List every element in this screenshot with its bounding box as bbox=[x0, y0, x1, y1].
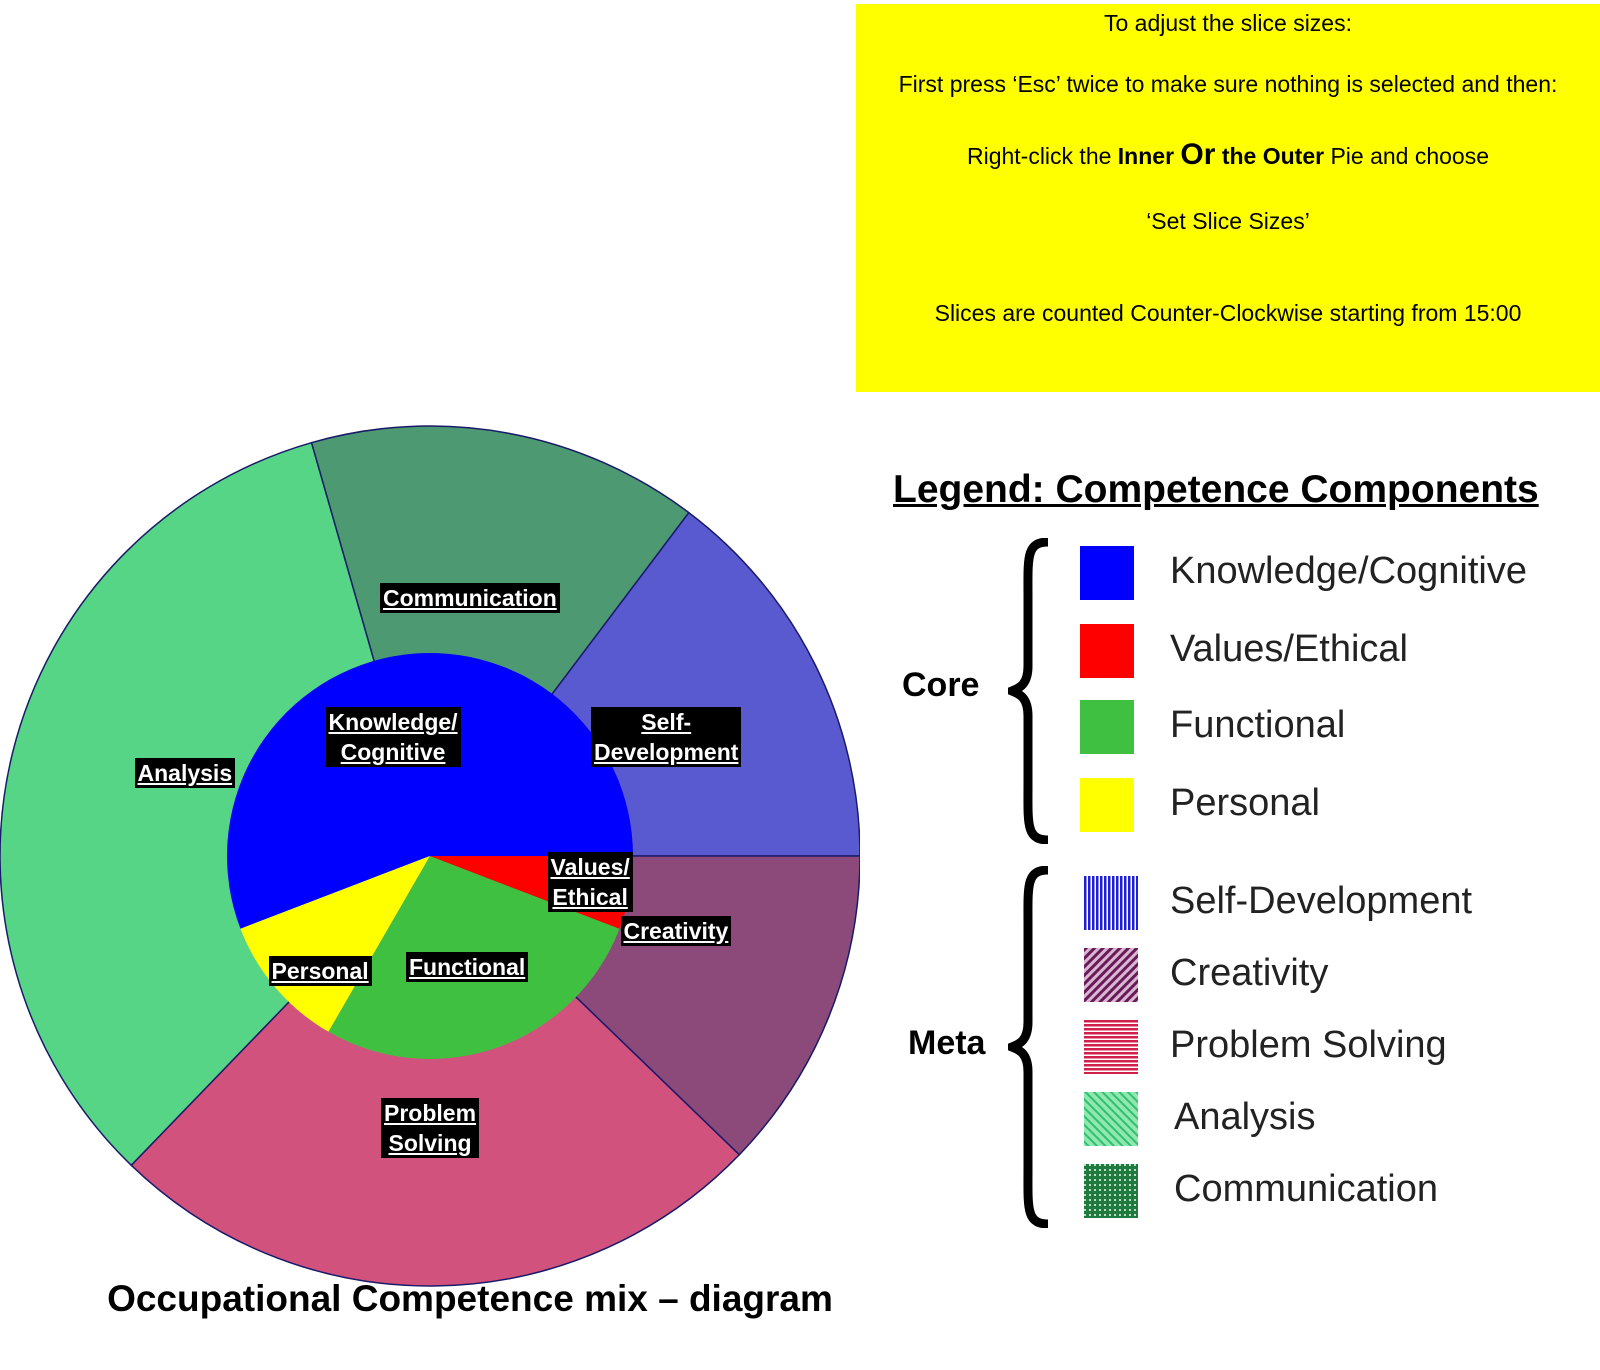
legend-label: Self-Development bbox=[1170, 880, 1473, 922]
slice-label-creativity: Creativity bbox=[620, 916, 732, 946]
brace-icon bbox=[1008, 538, 1049, 844]
legend-label: Analysis bbox=[1174, 1096, 1316, 1138]
legend-label: Communication bbox=[1174, 1168, 1438, 1210]
legend-group-meta: Meta bbox=[908, 1024, 986, 1062]
legend-label: Functional bbox=[1170, 704, 1346, 746]
legend-swatch bbox=[1084, 948, 1138, 1002]
legend-swatch bbox=[1084, 1092, 1138, 1146]
slice-label-self-development: Self- Development bbox=[591, 707, 742, 767]
instructions-line: Slices are counted Counter-Clockwise sta… bbox=[934, 300, 1522, 326]
legend-group-core: Core bbox=[902, 666, 980, 704]
slice-label-communication: Communication bbox=[380, 583, 560, 613]
legend-swatch bbox=[1080, 546, 1134, 600]
legend-swatch bbox=[1084, 876, 1138, 930]
legend-swatch bbox=[1084, 1020, 1138, 1074]
slice-label-analysis: Analysis bbox=[134, 758, 236, 788]
slice-personal[interactable] bbox=[240, 856, 430, 1032]
instructions-or: Or bbox=[1180, 138, 1216, 171]
instructions-line: First press ‘Esc’ twice to make sure not… bbox=[898, 71, 1558, 97]
brace-icon bbox=[1008, 866, 1049, 1228]
instructions-text: Pie and choose bbox=[1324, 143, 1490, 169]
slice-label-personal: Personal bbox=[268, 956, 372, 986]
legend-label: Problem Solving bbox=[1170, 1024, 1447, 1066]
slice-label-values-ethical: Values/ Ethical bbox=[547, 852, 633, 912]
instructions-line: Right-click the Inner Or the Outer Pie a… bbox=[856, 138, 1600, 173]
instructions-bold: Inner bbox=[1117, 143, 1181, 169]
legend-swatch bbox=[1080, 700, 1134, 754]
instructions-text: Right-click the bbox=[966, 143, 1118, 169]
legend-swatch bbox=[1084, 1164, 1138, 1218]
slice-label-functional: Functional bbox=[406, 952, 529, 982]
instructions-line: ‘Set Slice Sizes’ bbox=[1146, 208, 1310, 234]
slice-label-knowledge-cognitive: Knowledge/ Cognitive bbox=[325, 707, 461, 767]
instructions-box: To adjust the slice sizes: First press ‘… bbox=[856, 4, 1600, 392]
legend-label: Creativity bbox=[1170, 952, 1329, 994]
slice-label-problem-solving: Problem Solving bbox=[381, 1098, 480, 1158]
legend-label: Knowledge/Cognitive bbox=[1170, 550, 1528, 592]
slice-analysis[interactable] bbox=[0, 441, 431, 1167]
instructions-bold: the Outer bbox=[1215, 143, 1325, 169]
legend-swatch bbox=[1080, 624, 1134, 678]
legend-title: Legend: Competence Components bbox=[893, 468, 1539, 511]
legend-label: Values/Ethical bbox=[1170, 628, 1408, 670]
instructions-line: To adjust the slice sizes: bbox=[1103, 10, 1352, 36]
legend-swatch bbox=[1080, 778, 1134, 832]
slice-problem-solving[interactable] bbox=[130, 854, 741, 1287]
chart-title: Occupational Competence mix – diagram bbox=[107, 1278, 833, 1319]
legend-label: Personal bbox=[1170, 782, 1320, 824]
pie-chart bbox=[0, 425, 860, 1287]
outer-ring bbox=[0, 425, 860, 1287]
